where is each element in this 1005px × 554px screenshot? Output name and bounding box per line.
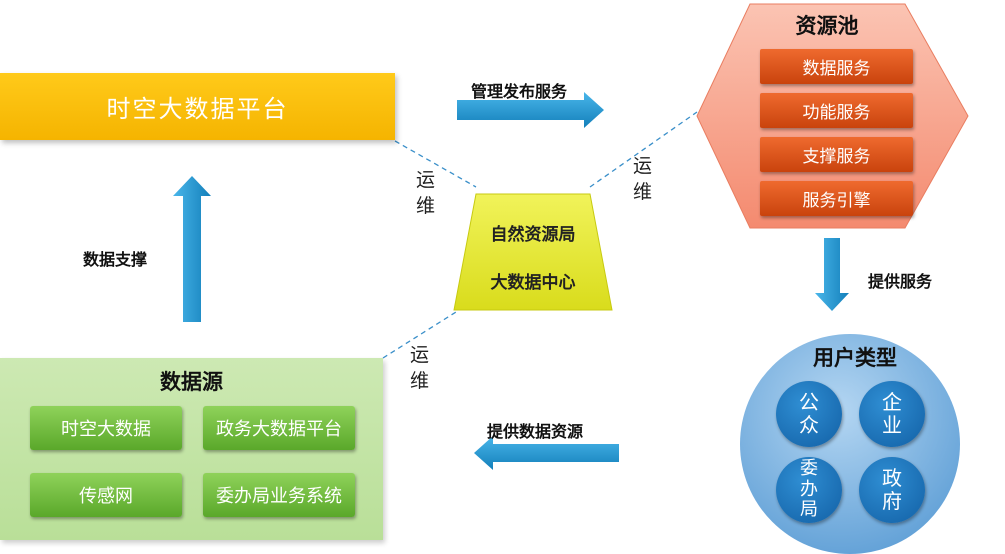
center-trapezoid [453,193,613,311]
source-item-label: 委办局业务系统 [216,486,342,507]
user-item-bureau: 委办局 [776,457,842,523]
spatiotemporal-platform-box: 时空大数据平台 [0,73,395,140]
pool-item-label: 数据服务 [802,59,871,79]
center-line-2: 大数据中心 [490,273,576,293]
publish-label: 管理发布服务 [471,82,568,101]
provide-data-arrow [474,436,619,470]
pool-item-data-service: 数据服务 [760,49,913,84]
provide-service-label: 提供服务 [868,272,933,291]
pool-item-service-engine: 服务引擎 [760,181,913,216]
source-item-label: 传感网 [79,486,133,507]
ops-label-top-right: 运维 [633,155,653,203]
data-support-label: 数据支撑 [83,250,148,269]
provide-service-arrow [815,238,849,311]
data-support-arrow [173,176,211,322]
user-item-label: 委办局 [800,457,818,521]
pool-item-label: 功能服务 [802,103,871,123]
data-source-title: 数据源 [160,370,223,394]
pool-item-label: 服务引擎 [802,191,871,211]
source-item-sensor-network: 传感网 [30,473,182,517]
user-item-label: 企业 [882,390,902,437]
pool-item-function-service: 功能服务 [760,93,913,128]
ops-connector-top-left [394,140,477,188]
resource-pool-title: 资源池 [795,14,859,38]
source-item-gov-platform: 政务大数据平台 [203,406,355,450]
ops-label-bottom-left: 运维 [410,344,430,392]
user-item-public: 公众 [776,381,842,447]
source-item-spatiotemporal: 时空大数据 [30,406,182,450]
pool-item-label: 支撑服务 [802,147,871,167]
user-item-government: 政府 [859,457,925,523]
user-item-label: 政府 [882,466,902,513]
source-item-bureau-systems: 委办局业务系统 [203,473,355,517]
user-item-label: 公众 [799,390,819,437]
user-item-enterprise: 企业 [859,381,925,447]
pool-item-support-service: 支撑服务 [760,137,913,172]
center-line-1: 自然资源局 [490,225,576,245]
source-item-label: 时空大数据 [61,419,151,440]
provide-data-label: 提供数据资源 [487,422,584,441]
source-item-label: 政务大数据平台 [216,419,342,440]
ops-label-top-left: 运维 [416,169,436,217]
publish-arrow [457,92,604,128]
big-data-center: 自然资源局 大数据中心 [454,194,612,310]
platform-title: 时空大数据平台 [106,95,289,123]
ops-connector-top-right [589,111,698,188]
user-type-title: 用户类型 [813,346,897,370]
